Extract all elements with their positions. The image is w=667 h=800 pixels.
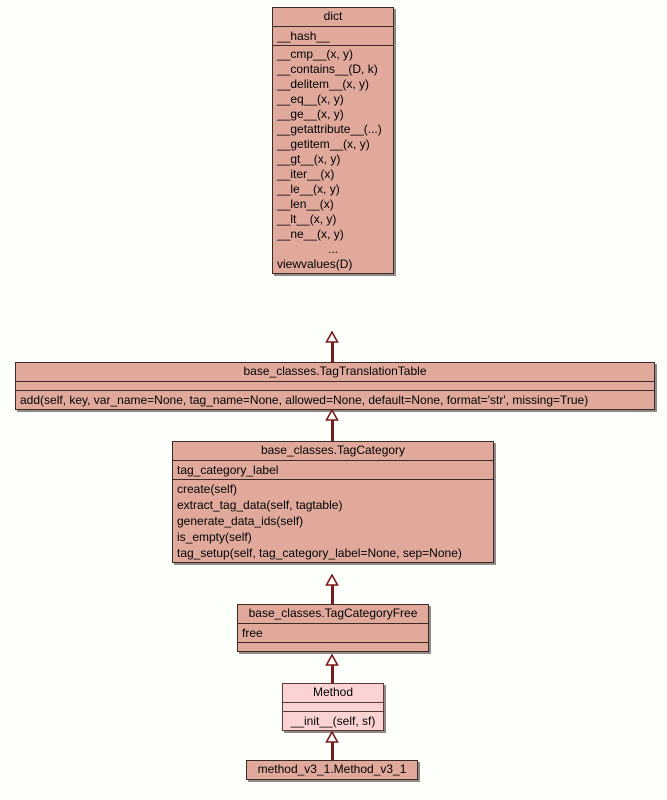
class-title-dict: dict: [323, 9, 343, 23]
class-method: __contains__(D, k): [277, 62, 378, 76]
class-title-methodv31: method_v3_1.Method_v3_1: [257, 762, 407, 776]
class-method: __eq__(x, y): [277, 92, 344, 106]
class-method: __getitem__(x, y): [277, 137, 370, 151]
class-attributes-compartment: [16, 381, 654, 390]
class-title-compartment: dict: [273, 8, 393, 26]
generalization-edge-tagtranslationtable: [318, 409, 346, 441]
class-method: __ge__(x, y): [277, 107, 344, 121]
class-box-tagcategory[interactable]: base_classes.TagCategory tag_category_la…: [172, 441, 494, 563]
class-method: __cmp__(x, y): [277, 47, 354, 61]
class-attributes-compartment: free: [238, 623, 428, 642]
class-title-tagcategory: base_classes.TagCategory: [260, 443, 406, 457]
class-method: __le__(x, y): [277, 182, 340, 196]
class-method: __len__(x): [277, 197, 334, 211]
class-title-method: Method: [312, 685, 354, 699]
class-method: extract_tag_data(self, tagtable): [177, 498, 343, 512]
generalization-edge-method: [318, 731, 346, 760]
generalization-edge-dict: [318, 331, 346, 362]
class-attributes-compartment: __hash__: [273, 26, 393, 45]
class-box-methodv31[interactable]: method_v3_1.Method_v3_1: [246, 760, 418, 780]
class-attribute: tag_category_label: [177, 463, 279, 477]
class-title-compartment: base_classes.TagCategory: [173, 442, 493, 460]
class-method: __iter__(x): [277, 167, 335, 181]
class-method: __gt__(x, y): [277, 152, 341, 166]
class-title-tagtranslationtable: base_classes.TagTranslationTable: [243, 364, 427, 378]
class-methods-compartment: [238, 642, 428, 651]
class-attributes-compartment: [283, 702, 383, 711]
class-attribute: free: [242, 626, 263, 640]
class-method-ellipsis: ...: [327, 242, 338, 256]
class-method: __init__(self, sf): [290, 714, 376, 728]
class-title-compartment: method_v3_1.Method_v3_1: [247, 761, 417, 779]
class-method: add(self, key, var_name=None, tag_name=N…: [20, 393, 589, 407]
class-method: is_empty(self): [177, 530, 252, 544]
class-methods-compartment: __init__(self, sf): [283, 711, 383, 730]
generalization-edge-tagcategoryfree: [318, 654, 346, 683]
class-box-dict[interactable]: dict __hash__ __cmp__(x, y) __contains__…: [272, 7, 394, 274]
class-method: viewvalues(D): [277, 257, 353, 271]
class-title-compartment: base_classes.TagCategoryFree: [238, 605, 428, 623]
class-method: generate_data_ids(self): [177, 514, 304, 528]
class-methods-compartment: __cmp__(x, y) __contains__(D, k) __delit…: [273, 45, 393, 273]
class-method: __delitem__(x, y): [277, 77, 370, 91]
class-box-method[interactable]: Method __init__(self, sf): [282, 683, 384, 731]
class-title-tagcategoryfree: base_classes.TagCategoryFree: [248, 606, 418, 620]
class-title-compartment: base_classes.TagTranslationTable: [16, 363, 654, 381]
class-method: tag_setup(self, tag_category_label=None,…: [177, 546, 462, 560]
class-method: __lt__(x, y): [277, 212, 337, 226]
class-box-tagcategoryfree[interactable]: base_classes.TagCategoryFree free: [237, 604, 429, 652]
class-method: __ne__(x, y): [277, 227, 344, 241]
class-methods-compartment: create(self) extract_tag_data(self, tagt…: [173, 479, 493, 562]
generalization-edge-tagcategory: [318, 574, 346, 604]
class-box-tagtranslationtable[interactable]: base_classes.TagTranslationTable add(sel…: [15, 362, 655, 410]
class-attributes-compartment: tag_category_label: [173, 460, 493, 479]
class-methods-compartment: add(self, key, var_name=None, tag_name=N…: [16, 390, 654, 409]
class-method: create(self): [177, 482, 238, 496]
class-title-compartment: Method: [283, 684, 383, 702]
class-method: __getattribute__(...): [277, 122, 382, 136]
class-attribute: __hash__: [277, 29, 330, 43]
